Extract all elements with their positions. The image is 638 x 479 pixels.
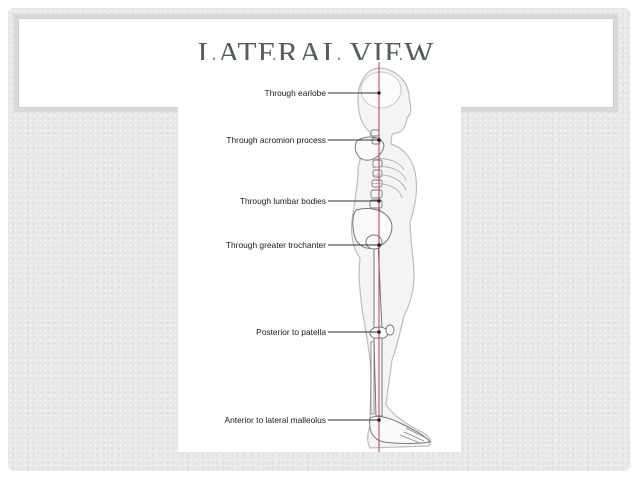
label-earlobe: Through earlobe: [264, 88, 326, 98]
leader-lines: [328, 92, 379, 421]
posture-diagram: [328, 62, 432, 452]
lateral-view-figure: Through earlobe Through acromion process…: [178, 60, 461, 452]
body-silhouette: [350, 67, 432, 449]
skull: [360, 71, 402, 109]
label-lateral-malleolus: Anterior to lateral malleolus: [224, 415, 326, 425]
toe-bones: [399, 427, 427, 444]
label-greater-trochanter: Through greater trochanter: [225, 240, 326, 250]
tibia: [373, 337, 383, 417]
landmark-dots: [377, 91, 381, 422]
label-acromion-process: Through acromion process: [226, 135, 326, 145]
femur-head: [365, 234, 383, 250]
patella: [385, 324, 395, 336]
fibula: [370, 341, 375, 415]
label-lumbar-bodies: Through lumbar bodies: [239, 196, 326, 206]
label-posterior-patella: Posterior to patella: [256, 327, 326, 337]
ribs: [370, 158, 407, 199]
